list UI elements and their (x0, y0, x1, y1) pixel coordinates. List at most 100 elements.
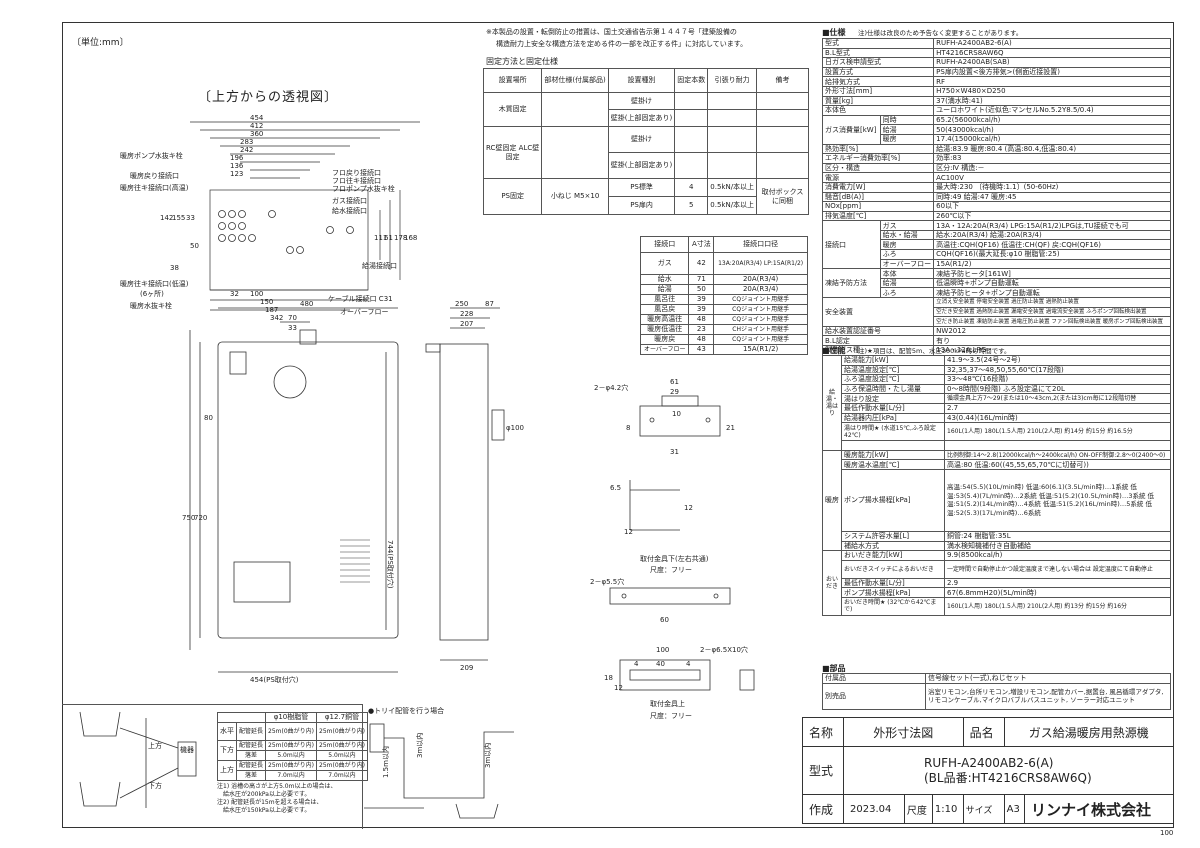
spec-value: H750×W480×D250 (933, 85, 1171, 97)
perf-key: おいだきスイッチによるおいだき (841, 559, 945, 579)
side-dim-phi100: φ100 (506, 424, 524, 432)
fix-cell: 4 (674, 178, 709, 197)
perf-value: 2.9 (944, 577, 1171, 589)
top-dim-136: 136 (230, 162, 244, 170)
perf-value: 160L(1人用) 180L(1.5人用) 210L(2人用) 約14分 約15… (944, 422, 1171, 442)
spec-key: エネルギー消費効率[%] (821, 153, 935, 164)
conn-cell: 風呂往 (639, 294, 690, 305)
front-view-drawing: 480 70 33 80 750 720 454(PS取付穴) 744(PS取付… (182, 300, 524, 684)
title-model-value-2: (BL品番:HT4216CRS8AW6Q) (924, 770, 1092, 785)
perf-kyuto-label: 給湯・湯はり (822, 355, 842, 451)
spec-key: 電源 (821, 172, 935, 183)
bracket-dim-60: 60 (660, 616, 669, 624)
bottom-dim-32: 32 (230, 290, 239, 298)
fix-cell: PS固定 (482, 178, 543, 215)
bracket-holes-mid: 2－φ5.5穴 (590, 577, 624, 586)
perf-key: システム許容水量[L] (841, 530, 945, 542)
bracket-dim-6-5: 6.5 (610, 484, 621, 492)
side-dim-209: 209 (460, 664, 473, 672)
label-bath-supply: フロ往キ接続口 (332, 176, 381, 185)
top-view-title: 〔上方からの透視図〕 (198, 90, 339, 105)
parts-key: 付属品 (822, 673, 926, 684)
perf-key: ふろ温度設定[℃] (841, 374, 945, 385)
bracket-dim-29: 29 (670, 388, 679, 396)
conn-cell: CQジョイント用継手 (713, 334, 808, 345)
conn-cell: 15A(R1/2) (713, 344, 808, 355)
drawing-frame (62, 22, 1174, 828)
pipe-cell: 25m(0曲がり内) (316, 740, 368, 751)
spec-value: 給水:20A(R3/4) 給湯:20A(R3/4) (933, 229, 1171, 241)
spec-key: NOx[ppm] (821, 201, 935, 212)
trap-dim-2: 3m以内 (415, 733, 424, 758)
side-dim-50: 50 (190, 242, 199, 250)
spec-value: PS扉内設置<後方排気>(側面近接設置) (933, 66, 1171, 78)
spec-subkey: 同時 (879, 114, 935, 126)
perf-value: 41.9～3.5(24号～2号) (944, 355, 1171, 366)
title-model-label: 型式 (802, 746, 844, 795)
spec-value: 60以下 (933, 201, 1171, 212)
label-gas: ガス接続口 (332, 196, 367, 205)
perf-danbo-label: 暖房 (822, 449, 842, 552)
side-dim-33: 33 (186, 214, 195, 222)
pipe-cell: 7.0m以内 (316, 770, 368, 781)
top-dim-412: 412 (250, 122, 263, 130)
perf-key: おいだき能力[kW] (841, 550, 945, 561)
perf-key: 湯はり設定 (841, 393, 945, 404)
label-six-places: (6ヶ所) (140, 289, 164, 298)
title-size-value: A3 (1003, 794, 1025, 824)
spec-subkey: 給湯 (879, 124, 935, 135)
title-product-value: ガス給湯暖房用熱源機 (1003, 717, 1175, 747)
trap-piping-diagram: 1.5m以内 3m以内 3m以内 (364, 723, 514, 819)
fix-header-location: 設置場所 (482, 68, 543, 93)
spec-value: 13A・12A,LPG (933, 345, 1171, 356)
label-water: 給水接続口 (332, 206, 367, 215)
conn-header-a: A寸法 (688, 236, 715, 253)
pipe-note-2: 給水圧が200kPa以上必要です。 (217, 791, 311, 798)
label-hot-water: 給湯接続口 (362, 261, 397, 270)
pipe-cell: 水平 (217, 722, 237, 741)
top-dim-360: 360 (250, 130, 263, 138)
conn-cell: CQジョイント用継手 (713, 294, 808, 305)
bracket-dim-4a: 4 (634, 660, 639, 668)
spec-value: 空だき安全装置 過熱防止装置 漏電安全装置 過電流安全装置 ふろポンプ回転検出装… (933, 306, 1171, 318)
perf-value: 高温:54(5.5)(10L/min時) 低温:60(6.1)(3.5L/min… (944, 468, 1171, 532)
conn-cell: 48 (688, 314, 715, 325)
fix-header-strength: 引張り耐力 (707, 68, 758, 93)
pipe-note-3: 注2) 配管延長が15mを超える場合は、 (217, 799, 323, 806)
title-block: 名称 外形寸法図 品名 ガス給湯暖房用熱源機 型式 RUFH-A2400AB2-… (802, 717, 1175, 824)
parts-table: 付属品信号線セット(一式),ねじセット 別売品浴室リモコン,台所リモコン,増設リ… (822, 673, 1171, 710)
side-dim-168: 168 (404, 234, 417, 242)
title-name-value: 外形寸法図 (843, 717, 964, 747)
side-dim-207: 207 (460, 320, 473, 328)
perf-value: 2.7 (944, 402, 1171, 414)
spec-key: 本体色 (821, 105, 935, 116)
pipe-note-4: 給水圧が150kPa以上必要です。 (217, 807, 311, 814)
pipe-cell: 7.0m以内 (265, 770, 317, 781)
title-made-value: 2023.04 (843, 794, 905, 824)
pipe-unit-label: 機器 (180, 745, 194, 754)
spec-note: 注)仕様は改良のため予告なく変更することがあります。 (858, 29, 1023, 37)
conn-cell: CHジョイント用継手 (713, 324, 808, 335)
conn-cell: 暖房高温往 (639, 314, 690, 325)
bottom-dim-100: 100 (250, 290, 263, 298)
pipe-cell: 5.0m以内 (316, 750, 368, 761)
title-model-value-1: RUFH-A2400AB2-6(A) (924, 755, 1054, 770)
bracket-dim-18: 18 (604, 674, 613, 682)
bracket-dim-8: 8 (626, 424, 630, 432)
perf-table: 給湯・湯はり給湯能力[kW]41.9～3.5(24号～2号) 給湯温度設定[℃]… (822, 355, 1171, 616)
conn-cell: 43 (688, 344, 715, 355)
spec-key: 日ガス検申請型式 (821, 57, 935, 68)
spec-value: RUFH-A2400AB(SAB) (933, 57, 1171, 68)
bracket-holes-upper: 2－φ4.2穴 (594, 383, 628, 392)
perf-key: 暖房能力[kW] (841, 449, 945, 461)
perf-key: ポンプ揚水揚程[kPa] (841, 587, 945, 598)
spec-value: 37(満水時:41) (933, 95, 1171, 107)
spec-value: 給湯:83.9 暖房:80.4 (高温:80.4,低温:80.4) (933, 143, 1171, 155)
spec-value: 有り (933, 335, 1171, 346)
pipe-cell: 配管延長 (235, 740, 267, 751)
perf-value: 160L(1人用) 180L(1.5人用) 210L(2人用) 約13分 約15… (944, 596, 1171, 616)
pipe-cell: 下方 (217, 740, 237, 761)
conn-cell: 71 (688, 274, 715, 285)
side-dim-178: 178 (394, 234, 407, 242)
conn-cell: 39 (688, 304, 715, 315)
